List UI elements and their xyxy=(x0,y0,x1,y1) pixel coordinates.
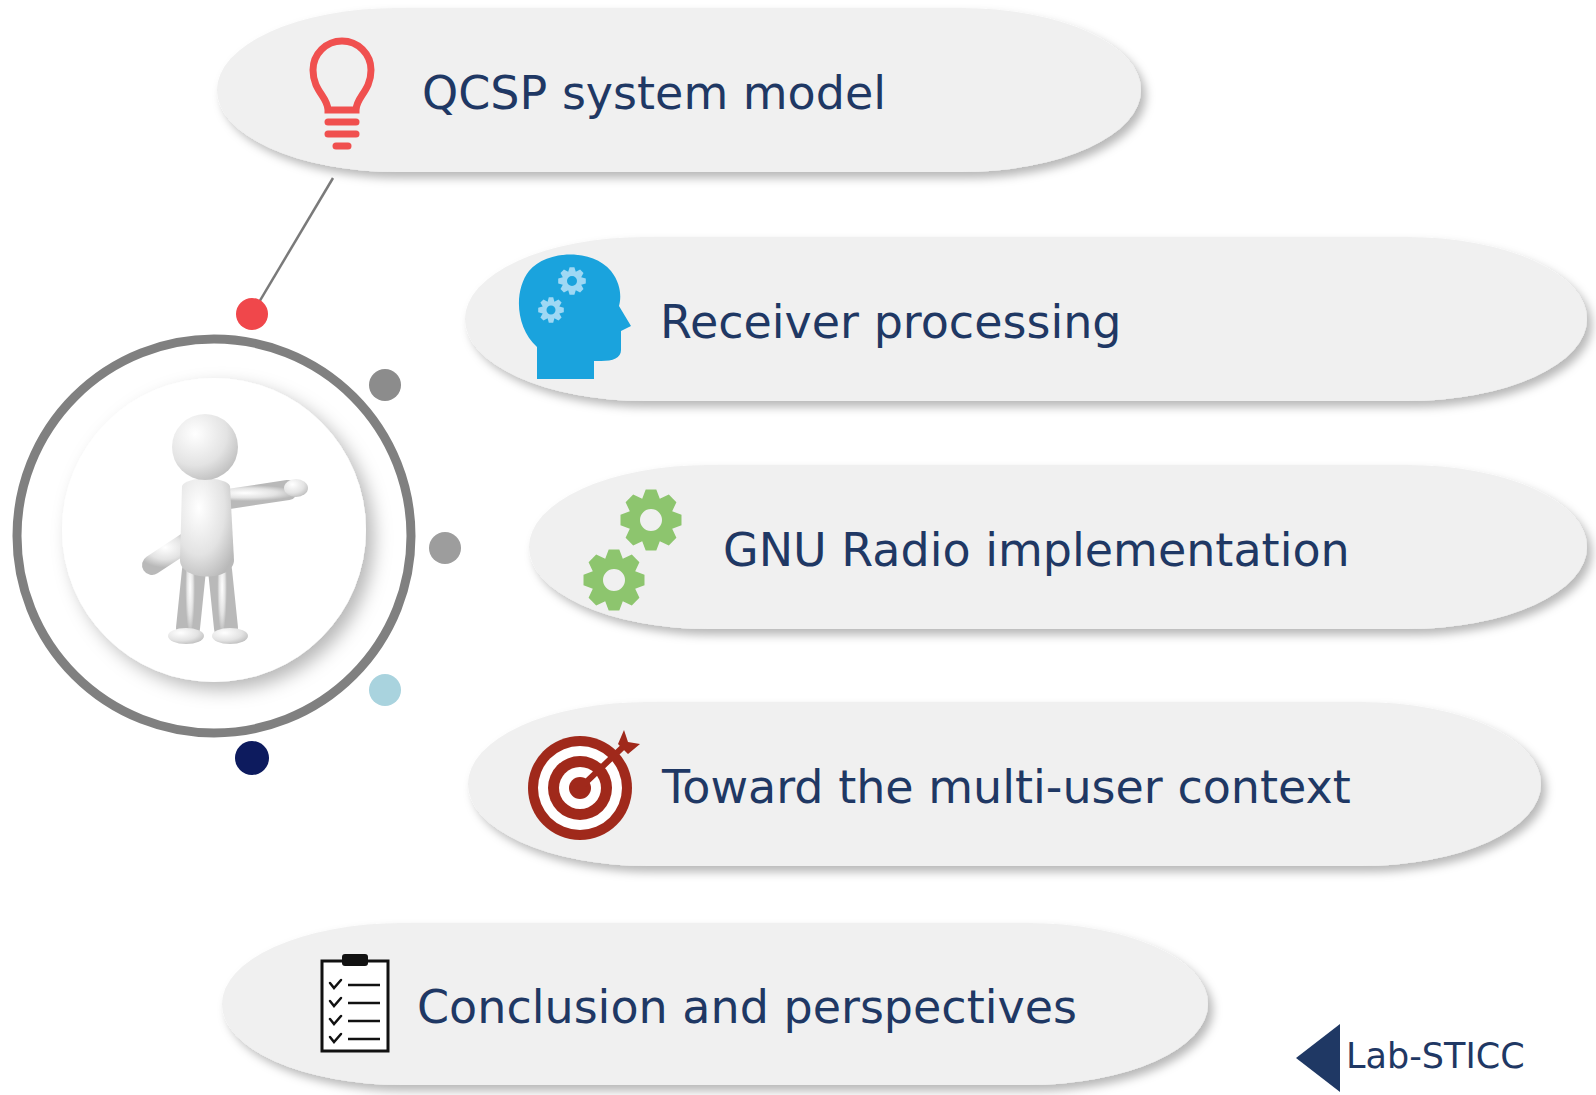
navy-dot xyxy=(235,741,269,775)
topic-pill: Toward the multi-user context xyxy=(468,702,1547,874)
topic-pill: Conclusion and perspectives xyxy=(222,923,1214,1093)
topic-title: GNU Radio implementation xyxy=(723,523,1350,578)
red-dot xyxy=(236,298,268,330)
logo-triangle xyxy=(1296,1024,1340,1092)
topic-title: Conclusion and perspectives xyxy=(417,980,1077,1035)
blue-dot xyxy=(369,674,401,706)
leader-line xyxy=(252,178,333,314)
topic-pill: QCSP system model xyxy=(217,8,1147,180)
presenter-figure xyxy=(152,414,308,644)
grey-dot xyxy=(369,369,401,401)
topic-pill: Receiver processing xyxy=(465,237,1593,409)
logo-text: Lab-STICC xyxy=(1346,1036,1525,1076)
topic-pill: GNU Radio implementation xyxy=(529,465,1593,637)
logo-label-wrap: Lab-STICC xyxy=(1346,1036,1525,1076)
outer-ring xyxy=(17,339,411,733)
topic-title: Receiver processing xyxy=(660,295,1122,350)
grey-dot xyxy=(429,532,461,564)
topic-title: QCSP system model xyxy=(422,66,886,121)
inner-disc xyxy=(62,378,366,682)
checklist-icon xyxy=(322,954,388,1051)
topic-title: Toward the multi-user context xyxy=(662,760,1351,815)
